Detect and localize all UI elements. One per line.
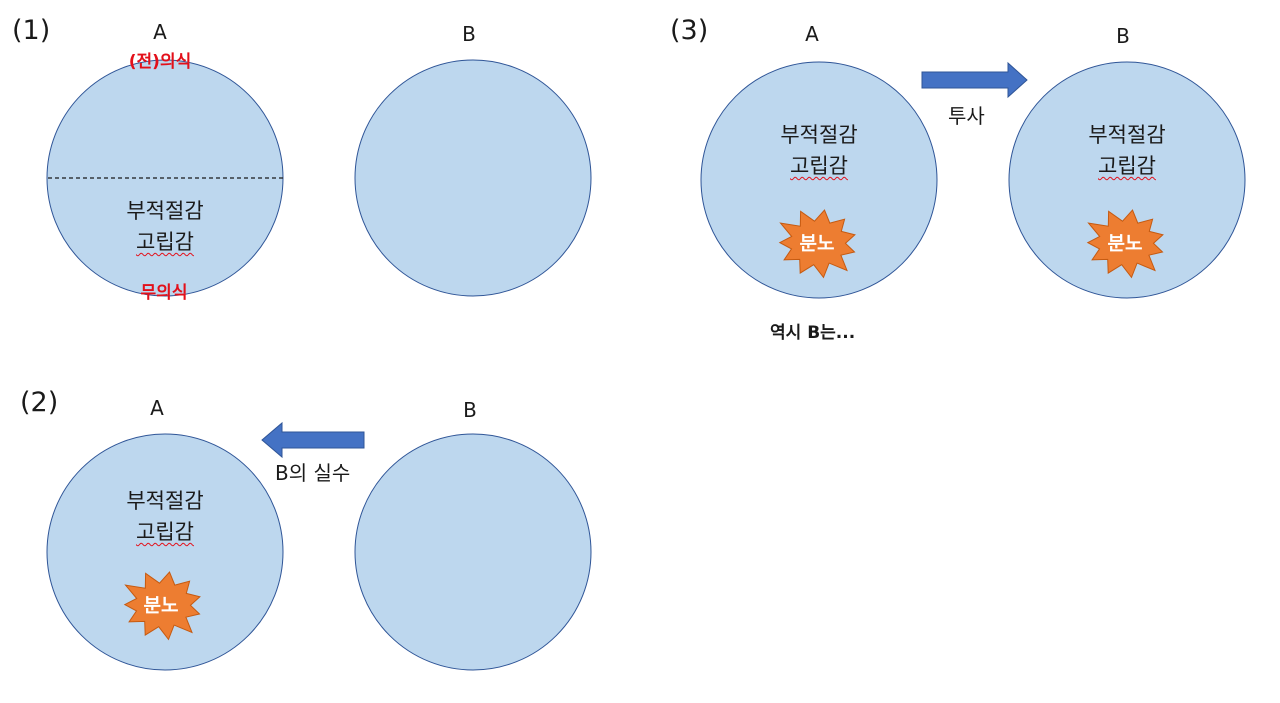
circle-a-panel3 <box>700 61 938 299</box>
projection-arrow <box>921 61 1028 99</box>
anger-burst-panel2 <box>123 571 201 641</box>
feeling-inadequacy: 부적절감 <box>126 199 204 223</box>
conscious-label: (전)의식 <box>128 52 192 72</box>
projection-label: 투사 <box>948 104 985 128</box>
feeling-isolation: 고립감 <box>1098 154 1156 178</box>
feelings-panel1: 부적절감 고립감 <box>126 196 203 258</box>
feeling-inadequacy: 부적절감 <box>1088 123 1166 147</box>
arrow-b-to-a <box>261 421 365 459</box>
panel3-label-a: A <box>805 22 819 46</box>
feelings-panel2: 부적절감 고립감 <box>126 486 203 548</box>
feeling-inadequacy: 부적절감 <box>780 123 858 147</box>
panel3-number: (3) <box>670 15 709 46</box>
panel1-label-a: A <box>153 20 167 44</box>
circle-a-panel2 <box>46 433 284 671</box>
feelings-panel3-a: 부적절감 고립감 <box>780 120 857 182</box>
feeling-isolation: 고립감 <box>136 230 194 254</box>
mistake-label: B의 실수 <box>275 461 351 485</box>
anger-label-panel3-a: 분노 <box>799 232 835 255</box>
circle-b-panel2 <box>354 433 592 671</box>
feeling-inadequacy: 부적절감 <box>126 489 204 513</box>
panel2-number: (2) <box>20 387 59 418</box>
feeling-isolation: 고립감 <box>136 520 194 544</box>
panel1-number: (1) <box>12 15 51 46</box>
anger-label-panel3-b: 분노 <box>1107 232 1143 255</box>
panel2-label-b: B <box>463 398 477 422</box>
anger-burst-panel3-a <box>778 209 856 279</box>
unconscious-label: 무의식 <box>140 283 188 303</box>
circle-b-panel3 <box>1008 61 1246 299</box>
circle-b-panel1 <box>354 59 592 297</box>
anger-burst-panel3-b <box>1086 209 1164 279</box>
panel2-label-a: A <box>150 396 164 420</box>
feeling-isolation: 고립감 <box>790 154 848 178</box>
panel1-label-b: B <box>462 22 476 46</box>
caption-again-b: 역시 B는... <box>770 323 856 343</box>
feelings-panel3-b: 부적절감 고립감 <box>1088 120 1165 182</box>
anger-label-panel2: 분노 <box>143 594 179 617</box>
panel3-label-b: B <box>1116 24 1130 48</box>
